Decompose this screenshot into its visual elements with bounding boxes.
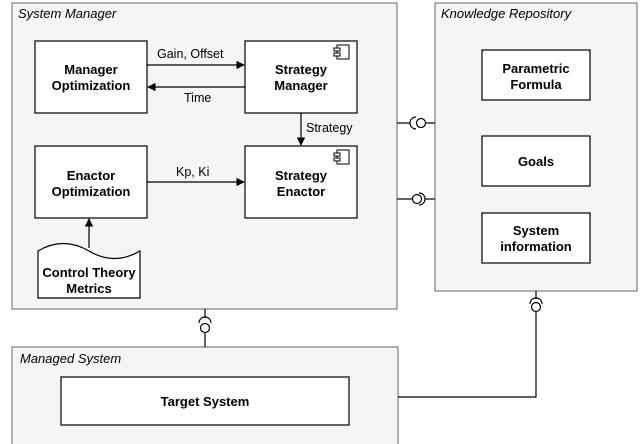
managed-system-title: Managed System [20,351,121,366]
control-theory-metrics-document [37,242,141,299]
system-manager-title: System Manager [18,6,117,21]
manager-optimization-label-2: Optimization [52,78,131,93]
strategy-manager-label-1: Strategy [275,62,328,77]
goals-box [481,135,591,187]
interface-connector-right [398,291,543,398]
knowledge-repository-title: Knowledge Repository [441,6,573,21]
parametric-formula-box [481,49,591,101]
strategy-enactor-label-1: Strategy [275,168,328,183]
control-theory-metrics-label-1: Control Theory [42,265,136,280]
goals-label: Goals [518,154,554,169]
system-information-box [481,212,591,264]
strategy-label: Strategy [306,121,353,135]
enactor-optimization-label-1: Enactor [67,168,115,183]
parametric-formula-label-2: Formula [510,77,562,92]
control-theory-metrics-label-2: Metrics [66,281,112,296]
manager-optimization-label-1: Manager [64,62,117,77]
system-information-label-1: System [513,223,559,238]
time-label: Time [184,91,211,105]
interface-connector-top [397,116,435,130]
system-information-label-2: information [500,239,572,254]
enactor-optimization-label-2: Optimization [52,184,131,199]
gain-offset-label: Gain, Offset [157,47,224,61]
target-system-box [60,376,350,426]
enactor-optimization-box [34,145,148,219]
interface-connector-bottom [198,309,212,347]
component-icon [333,149,350,165]
kp-ki-label: Kp, Ki [176,165,209,179]
strategy-manager-label-2: Manager [274,78,327,93]
strategy-enactor-label-2: Enactor [277,184,325,199]
interface-connector-middle [397,192,435,206]
parametric-formula-label-1: Parametric [502,61,569,76]
target-system-label: Target System [161,394,250,409]
component-icon [333,44,350,60]
manager-optimization-box [34,40,148,114]
